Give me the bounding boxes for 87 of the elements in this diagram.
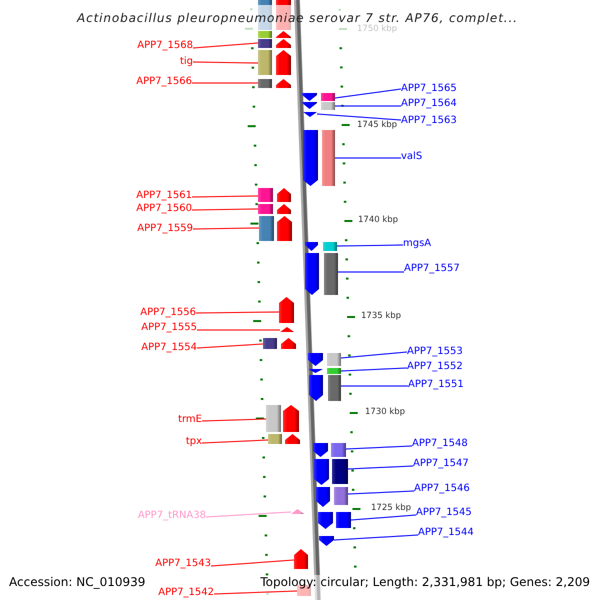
gene-label: APP7_1556 bbox=[140, 306, 196, 318]
leader-line bbox=[334, 534, 418, 540]
gene-label: tpx bbox=[186, 436, 202, 448]
gene-label: APP7_1564 bbox=[401, 98, 457, 110]
gene-feature bbox=[258, 50, 291, 75]
leader-line bbox=[192, 228, 260, 230]
gene-feature bbox=[303, 130, 335, 186]
gene-feature bbox=[305, 242, 337, 251]
gene-label: APP7_1565 bbox=[401, 82, 457, 94]
gene-feature bbox=[280, 327, 294, 332]
gene-label: APP7_1554 bbox=[141, 342, 197, 354]
scale-label: 1735 kbp bbox=[361, 311, 402, 321]
leader-line bbox=[348, 490, 414, 494]
leader-line bbox=[192, 196, 258, 198]
gene-feature bbox=[258, 31, 291, 38]
gene-label: APP7_1561 bbox=[136, 190, 192, 202]
gene-feature bbox=[316, 487, 348, 507]
gene-label: mgsA bbox=[403, 238, 432, 250]
genome-summary-text: Topology: circular; Length: 2,331,981 bp; Genes: 2,209 bbox=[260, 575, 590, 589]
gene-label: APP7_1545 bbox=[416, 506, 472, 518]
leader-line bbox=[206, 512, 292, 518]
leader-line bbox=[340, 368, 408, 372]
gene-label: APP7_1547 bbox=[413, 458, 469, 470]
gene-label: APP7_1557 bbox=[404, 262, 460, 274]
leader-line bbox=[202, 418, 266, 422]
gene-label: APP7_1560 bbox=[136, 203, 192, 215]
gene-feature bbox=[291, 509, 304, 514]
leader-line bbox=[192, 42, 258, 48]
gene-feature bbox=[259, 216, 292, 241]
gene-feature bbox=[294, 549, 308, 569]
gene-label: APP7_1548 bbox=[412, 438, 468, 450]
gene-label: APP7_1568 bbox=[137, 40, 193, 52]
leader-line bbox=[340, 352, 408, 358]
gene-label: APP7_1552 bbox=[407, 360, 463, 372]
leader-line bbox=[202, 440, 268, 444]
gene-feature bbox=[258, 188, 291, 202]
leader-line bbox=[192, 62, 258, 64]
scale-label: 1730 kbp bbox=[365, 407, 406, 417]
gene-feature bbox=[279, 297, 294, 323]
gene-feature bbox=[308, 368, 341, 374]
leader-line bbox=[316, 114, 402, 120]
gene-feature bbox=[313, 443, 346, 457]
gene-label: APP7_1543 bbox=[155, 558, 211, 570]
gene-feature bbox=[302, 93, 335, 101]
gene-feature bbox=[258, 204, 291, 214]
leader-line bbox=[350, 514, 416, 520]
gene-label: APP7_1542 bbox=[158, 586, 214, 598]
gene-feature bbox=[319, 536, 334, 546]
leader-line bbox=[192, 208, 258, 210]
gene-feature bbox=[309, 375, 341, 401]
leader-line bbox=[196, 344, 264, 348]
scale-label: 1740 kbp bbox=[358, 215, 398, 225]
gene-feature bbox=[302, 102, 335, 110]
leader-line bbox=[336, 244, 404, 246]
leader-line bbox=[192, 82, 258, 84]
gene-label: APP7_1551 bbox=[408, 378, 464, 390]
gene-label: APP7_1563 bbox=[401, 114, 457, 126]
accession-text: Accession: NC_010939 bbox=[9, 575, 146, 589]
gene-label: tig bbox=[180, 56, 193, 68]
gene-feature bbox=[308, 353, 341, 366]
gene-label: APP7_1559 bbox=[137, 222, 193, 234]
leader-line bbox=[214, 590, 298, 594]
gene-feature bbox=[268, 434, 300, 444]
gene-feature bbox=[258, 79, 291, 88]
gene-label: APP7_tRNA38 bbox=[138, 510, 206, 522]
gene-label: APP7_1546 bbox=[414, 483, 470, 495]
gene-feature bbox=[263, 338, 296, 349]
gene-feature bbox=[314, 459, 348, 485]
leader-line bbox=[210, 560, 294, 566]
gene-feature bbox=[258, 39, 291, 48]
gene-feature bbox=[318, 512, 351, 529]
leader-line bbox=[196, 312, 280, 314]
gene-label: APP7_1566 bbox=[136, 76, 192, 88]
gene-feature bbox=[266, 405, 299, 432]
scale-label: 1745 kbp bbox=[357, 120, 398, 130]
gene-label: valS bbox=[401, 151, 422, 163]
leader-line bbox=[346, 446, 412, 450]
gene-feature bbox=[303, 112, 317, 117]
scale-label: 1725 kbp bbox=[371, 503, 412, 513]
gene-label: APP7_1544 bbox=[418, 526, 474, 538]
gene-feature bbox=[305, 253, 338, 295]
leader-line bbox=[348, 466, 414, 470]
gene-label: APP7_1553 bbox=[407, 346, 463, 358]
gene-label: trmE bbox=[178, 414, 202, 426]
gene-label: APP7_1555 bbox=[141, 322, 197, 334]
leader-line bbox=[334, 88, 402, 98]
scale-label: 1750 kbp bbox=[357, 24, 398, 34]
